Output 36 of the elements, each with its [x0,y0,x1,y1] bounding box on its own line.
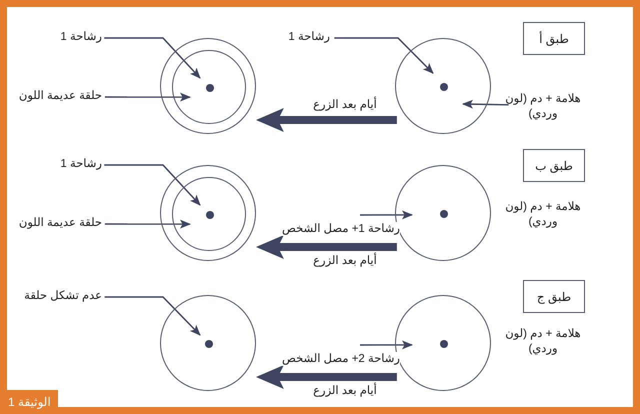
annotation-text: حلقة عديمة اللون [6,89,102,104]
leader-arrow [104,37,201,79]
center-dot [440,210,448,218]
leader-arrow [104,220,191,229]
leader-arrow [104,92,191,102]
center-dot [205,340,213,348]
annotation-text: هلامة + دم (لون وردي) [500,92,586,122]
annotation-text: رشاحة 1 [30,30,102,45]
plate-label: طبق أ [523,22,585,55]
center-dot [206,84,214,92]
annotation-text: عدم تشكل حلقة [16,289,102,304]
inner-ring [172,50,246,124]
thick-arrow [256,235,397,259]
thick-arrow [256,365,397,389]
leader-arrow [462,100,509,109]
leader-arrow [360,340,413,350]
annotation-text: هلامة + دم (لون وردي) [504,327,582,357]
inner-ring [172,177,246,251]
petri-dish [160,38,256,134]
annotation-text: رشاحة 1 [258,30,330,45]
thick-arrow [256,108,397,132]
center-dot [440,83,448,91]
plate-label: طبق ج [523,280,585,313]
annotation-text: هلامة + دم (لون وردي) [504,200,582,230]
petri-dish [395,38,491,134]
leader-arrow [360,210,413,220]
annotation-text: رشاحة 1 [30,157,102,172]
plate-label: طبق ب [523,149,585,182]
leader-arrow [104,164,201,206]
petri-dish [160,165,256,261]
leader-arrow [334,37,434,74]
leader-arrow [104,296,201,336]
annotation-text: حلقة عديمة اللون [6,216,102,231]
center-dot [206,211,214,219]
petri-dish [160,295,256,391]
center-dot [440,340,448,348]
